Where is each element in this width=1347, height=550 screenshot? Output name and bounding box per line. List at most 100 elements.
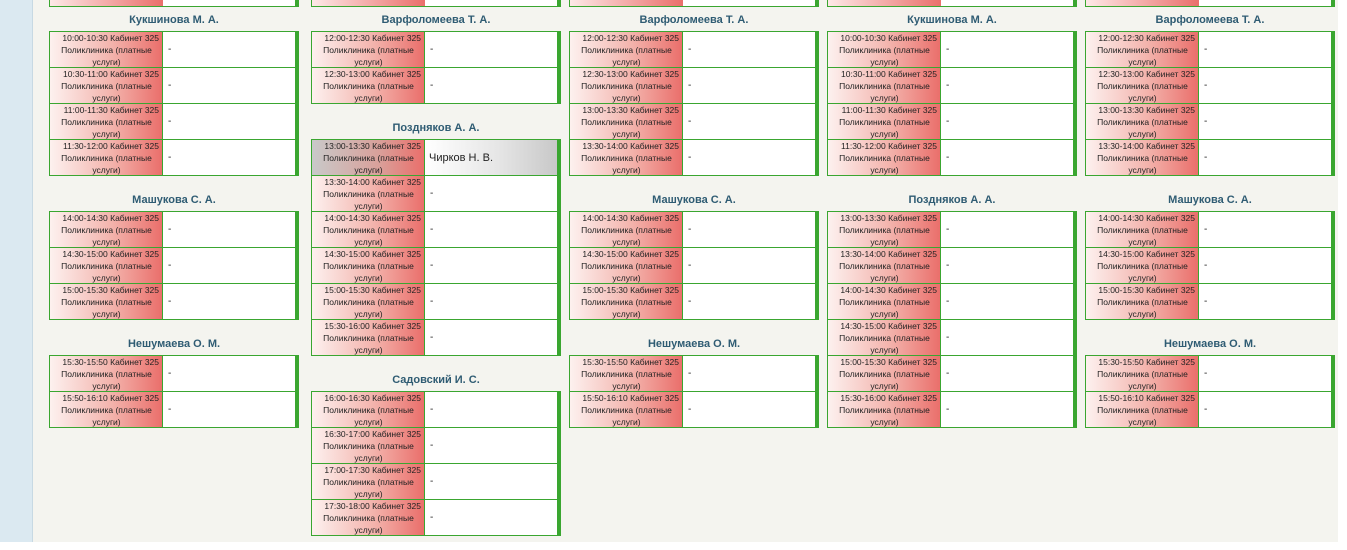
slot-status[interactable]: - (168, 404, 172, 415)
slot-status[interactable]: - (430, 332, 434, 343)
slot-status[interactable]: - (688, 80, 692, 91)
slot-status[interactable]: - (946, 80, 950, 91)
slot-status[interactable]: - (688, 116, 692, 127)
slot-status[interactable]: - (688, 224, 692, 235)
slot-status[interactable]: - (430, 188, 434, 199)
slot-status[interactable]: - (168, 296, 172, 307)
slot-status[interactable]: - (430, 404, 434, 415)
slot-status[interactable]: - (168, 116, 172, 127)
slot-status[interactable]: - (688, 368, 692, 379)
slot-status[interactable]: - (1204, 368, 1208, 379)
slot-status[interactable]: - (1204, 80, 1208, 91)
slot-status[interactable]: - (430, 260, 434, 271)
slot-status[interactable]: - (946, 260, 950, 271)
slot-status[interactable]: - (688, 44, 692, 55)
slot-status[interactable]: - (430, 440, 434, 451)
slot-status[interactable]: - (168, 224, 172, 235)
slot-status[interactable]: - (946, 116, 950, 127)
slot-status[interactable]: - (168, 260, 172, 271)
slot-status[interactable]: - (430, 296, 434, 307)
slot-status[interactable]: - (168, 80, 172, 91)
slot-status[interactable]: - (430, 512, 434, 523)
slot-status[interactable]: - (946, 368, 950, 379)
slot-clinic-label: Поликлиника (платные услуги) (323, 333, 414, 355)
slot-status[interactable]: - (1204, 296, 1208, 307)
slot-status[interactable]: - (1204, 404, 1208, 415)
slot-status[interactable]: - (430, 224, 434, 235)
slot-status[interactable]: - (168, 368, 172, 379)
slot-status[interactable]: - (1204, 152, 1208, 163)
slot-status[interactable]: - (946, 152, 950, 163)
slot-status[interactable]: - (168, 152, 172, 163)
slot-status[interactable]: - (168, 44, 172, 55)
slot-status[interactable]: - (430, 80, 434, 91)
slot-status[interactable]: - (946, 404, 950, 415)
slot-patient-name[interactable]: Чирков Н. В. (425, 140, 557, 175)
slot-status[interactable]: - (688, 260, 692, 271)
slot-status[interactable]: - (688, 296, 692, 307)
slot-status[interactable]: - (688, 152, 692, 163)
slot-status[interactable]: - (430, 476, 434, 487)
slot-status[interactable]: - (946, 296, 950, 307)
slot-status[interactable]: - (688, 404, 692, 415)
slot-status[interactable]: - (946, 44, 950, 55)
slot-status[interactable]: - (430, 44, 434, 55)
slot-status[interactable]: - (1204, 224, 1208, 235)
slot-status[interactable]: - (1204, 116, 1208, 127)
slot-status[interactable]: - (1204, 44, 1208, 55)
slot-status[interactable]: - (946, 332, 950, 343)
slot-status[interactable]: - (946, 224, 950, 235)
slot-status[interactable]: - (1204, 260, 1208, 271)
